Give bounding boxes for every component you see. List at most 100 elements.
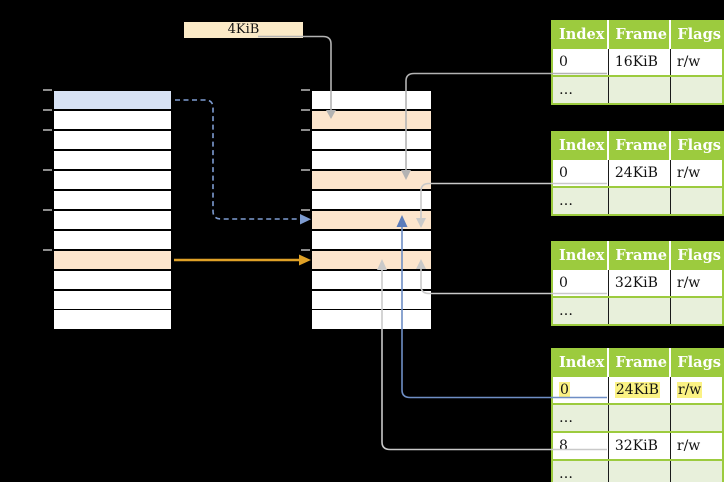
address-tick	[43, 89, 52, 91]
page-table-level1: Index Frame Flags 0 24KiB r/w … 8 32KiB …	[551, 348, 724, 482]
cell-index: …	[552, 75, 609, 104]
cell-flags: r/w	[670, 47, 723, 76]
memory-row-orange	[312, 210, 431, 230]
memory-row-white	[54, 190, 171, 210]
col-header-index: Index	[552, 132, 610, 159]
cell-flags: r/w	[670, 375, 723, 404]
cell-frame	[608, 403, 671, 432]
table-row: 8 32KiB r/w	[552, 431, 723, 460]
memory-row-orange	[312, 250, 431, 270]
address-tick	[43, 129, 52, 131]
memory-row-white	[54, 110, 171, 130]
cell-flags	[670, 75, 723, 104]
memory-row-white	[312, 230, 431, 250]
col-header-frame: Frame	[608, 242, 672, 269]
cell-frame: 32KiB	[608, 268, 671, 297]
memory-row-blue	[54, 91, 171, 110]
table-header-row: Index Frame Flags	[552, 242, 723, 269]
address-tick	[301, 129, 310, 131]
col-header-flags: Flags	[670, 242, 723, 269]
table-row-ellipsis: …	[552, 296, 723, 325]
table-row-ellipsis: …	[552, 403, 723, 432]
highlight: 0	[559, 382, 570, 398]
memory-row-white	[312, 91, 431, 110]
table-header-row: Index Frame Flags	[552, 21, 723, 48]
memory-row-white	[312, 290, 431, 309]
page-table-16kib: Index Frame Flags 0 16KiB r/w …	[551, 20, 724, 105]
connector-virtual-page0-dashed	[175, 99, 300, 220]
table-row: 0 24KiB r/w	[552, 158, 723, 187]
physical-frame-column	[311, 90, 432, 330]
address-tick	[43, 169, 52, 171]
col-header-index: Index	[552, 21, 610, 48]
cell-index: …	[552, 459, 609, 482]
table-row: 0 16KiB r/w	[552, 47, 723, 76]
table-row-ellipsis: …	[552, 186, 723, 215]
table-header-row: Index Frame Flags	[552, 132, 723, 159]
col-header-flags: Flags	[670, 21, 723, 48]
cell-flags	[670, 403, 723, 432]
table-row: 0 32KiB r/w	[552, 268, 723, 297]
arrowhead-right-icon	[300, 214, 311, 225]
memory-row-orange	[312, 110, 431, 130]
cell-index: 8	[552, 431, 609, 460]
address-tick	[43, 209, 52, 211]
memory-row-white	[312, 190, 431, 210]
table-row-ellipsis: …	[552, 459, 723, 482]
highlight: r/w	[676, 382, 703, 398]
cell-index: 0	[552, 47, 609, 76]
highlight: 24KiB	[614, 382, 660, 398]
cell-frame	[608, 296, 671, 325]
memory-row-white	[312, 270, 431, 290]
col-header-flags: Flags	[670, 132, 723, 159]
col-header-flags: Flags	[670, 349, 723, 376]
memory-row-white	[312, 130, 431, 150]
address-tick	[301, 89, 310, 91]
cell-frame: 32KiB	[608, 431, 671, 460]
cell-flags	[670, 459, 723, 482]
cell-flags: r/w	[670, 158, 723, 187]
memory-row-white	[54, 290, 171, 309]
memory-row-white	[54, 130, 171, 150]
cell-flags	[670, 186, 723, 215]
address-tick	[301, 109, 310, 111]
cell-index: 0	[552, 158, 609, 187]
memory-row-orange	[54, 250, 171, 270]
cell-index: 0	[552, 268, 609, 297]
memory-row-white	[54, 270, 171, 290]
memory-row-white	[54, 170, 171, 190]
address-tick	[43, 109, 52, 111]
cell-frame	[608, 75, 671, 104]
col-header-index: Index	[552, 242, 610, 269]
memory-row-orange	[312, 170, 431, 190]
page-table-32kib: Index Frame Flags 0 32KiB r/w …	[551, 241, 724, 326]
col-header-frame: Frame	[608, 132, 672, 159]
cell-frame: 24KiB	[608, 375, 671, 404]
cell-frame: 24KiB	[608, 158, 671, 187]
arrowhead-right-icon	[299, 254, 311, 266]
cell-index: 0	[552, 375, 609, 404]
table-header-row: Index Frame Flags	[552, 349, 723, 376]
cell-flags: r/w	[670, 431, 723, 460]
cell-frame	[608, 186, 671, 215]
cell-flags: r/w	[670, 268, 723, 297]
col-header-frame: Frame	[608, 349, 672, 376]
col-header-frame: Frame	[608, 21, 672, 48]
address-tick	[43, 249, 52, 251]
page-table-24kib: Index Frame Flags 0 24KiB r/w …	[551, 131, 724, 216]
address-tick	[301, 249, 310, 251]
col-header-index: Index	[552, 349, 610, 376]
memory-row-white	[312, 310, 431, 329]
cell-frame: 16KiB	[608, 47, 671, 76]
page-size-annotation: 4KiB	[184, 22, 303, 38]
cell-index: …	[552, 296, 609, 325]
memory-row-white	[54, 230, 171, 250]
memory-row-white	[312, 150, 431, 170]
memory-row-white	[54, 150, 171, 170]
cell-index: …	[552, 403, 609, 432]
memory-row-white	[54, 310, 171, 329]
address-tick	[301, 169, 310, 171]
virtual-memory-column	[53, 90, 172, 330]
cell-frame	[608, 459, 671, 482]
